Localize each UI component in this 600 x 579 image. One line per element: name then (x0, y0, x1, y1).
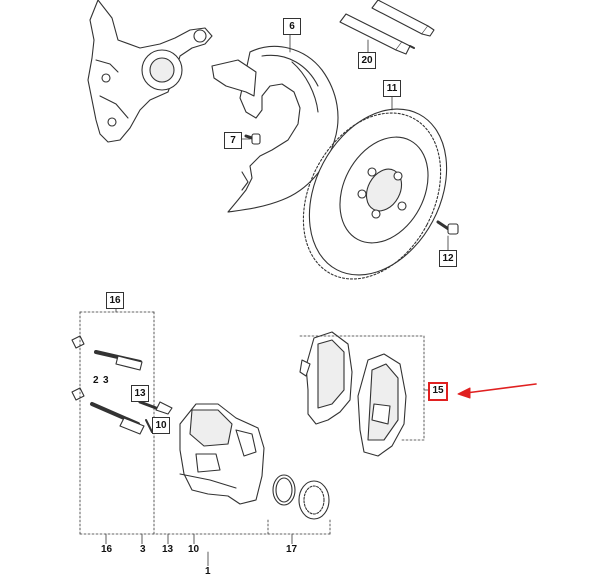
callout-13: 13 (131, 385, 149, 402)
label-17: 17 (285, 544, 299, 555)
grease-tubes (339, 0, 435, 55)
callout-20: 20 (358, 52, 376, 69)
bolt-7 (244, 133, 261, 145)
guide-pins (71, 335, 173, 435)
leader-lines (79, 31, 449, 567)
piston-seals (272, 474, 330, 520)
label-3: 3 (102, 375, 110, 386)
callout-10: 10 (152, 417, 170, 434)
bolt-12 (436, 220, 459, 235)
callout-6: 6 (283, 18, 301, 35)
callout-15: 15 (428, 382, 448, 401)
callout-11: 11 (383, 80, 401, 97)
label-1: 1 (204, 566, 212, 577)
label-13-bottom: 13 (161, 544, 175, 555)
callout-16-top: 16 (106, 292, 124, 309)
splash-shield (211, 45, 339, 213)
brake-disc (302, 108, 448, 280)
label-3-bottom: 3 (139, 544, 147, 555)
label-10-bottom: 10 (187, 544, 201, 555)
label-2: 2 (92, 375, 100, 386)
steering-knuckle (87, 0, 213, 143)
brake-pads (299, 331, 407, 457)
caliper (179, 403, 265, 505)
callout-7: 7 (224, 132, 242, 149)
label-16-bottom: 16 (100, 544, 114, 555)
callout-12: 12 (439, 250, 457, 267)
highlight-arrow (457, 383, 537, 399)
